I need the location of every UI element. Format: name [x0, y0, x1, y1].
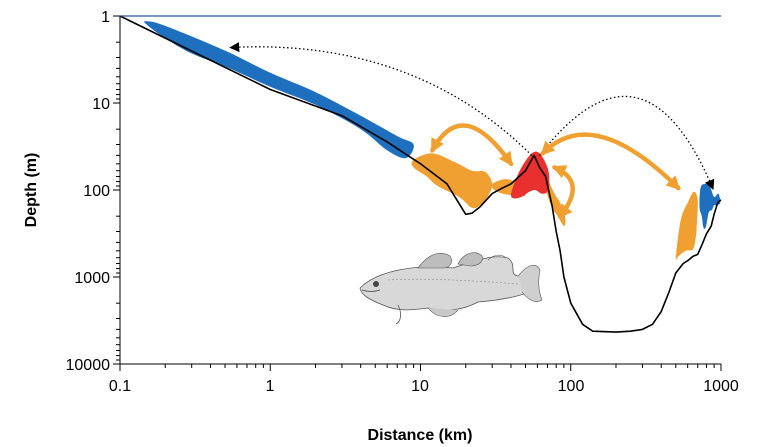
movement-arrow — [551, 165, 575, 219]
habitat-regions — [144, 21, 721, 261]
x-axis-title: Distance (km) — [368, 427, 473, 444]
x-tick-labels: 0.1 1 10 100 1000 — [109, 378, 739, 395]
migration-arrow — [539, 95, 715, 190]
y-tick-label: 10 — [92, 96, 110, 113]
x-tick-label: 10 — [411, 378, 429, 395]
y-tick-labels: 1 10 100 1000 10000 — [66, 9, 111, 374]
x-tick-label: 100 — [558, 378, 585, 395]
series-layer — [119, 15, 722, 333]
habitat-region — [675, 191, 698, 261]
migration-arrow — [229, 42, 533, 156]
y-axis-title: Depth (m) — [23, 153, 40, 228]
movement-arrow — [540, 132, 681, 191]
axis-ticks — [113, 15, 722, 371]
y-tick-label: 100 — [83, 183, 110, 200]
y-tick-label: 1000 — [74, 270, 110, 287]
habitat-region — [411, 153, 493, 209]
movement-arrow — [430, 123, 514, 167]
x-tick-label: 0.1 — [109, 378, 131, 395]
y-tick-label: 1 — [101, 9, 110, 26]
habitat-region — [511, 151, 550, 199]
habitat-region — [699, 183, 721, 229]
x-tick-label: 1000 — [703, 378, 739, 395]
annotations — [229, 42, 715, 219]
y-tick-label: 10000 — [66, 357, 111, 374]
x-tick-label: 1 — [266, 378, 275, 395]
seabed-profile-line — [119, 15, 722, 333]
habitat-region — [144, 21, 414, 159]
cod-fish-illustration — [359, 252, 543, 325]
